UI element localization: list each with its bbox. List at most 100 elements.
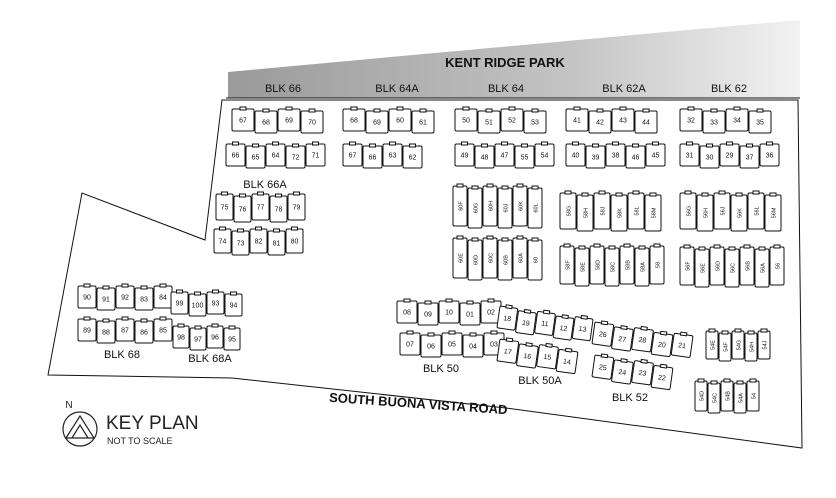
unit-label: 54J	[763, 340, 769, 349]
unit-notch	[396, 106, 404, 111]
unit-notch	[600, 320, 609, 326]
unit-label: 60L	[534, 203, 540, 212]
unit-label: 03	[490, 342, 498, 349]
unit-notch	[349, 141, 356, 146]
unit-label: 46	[632, 155, 640, 162]
unit-notch	[578, 245, 586, 250]
unit-label: 70	[308, 120, 316, 127]
unit-notch	[638, 245, 646, 250]
unit-label: 60E	[459, 253, 465, 263]
unit-notch	[419, 108, 427, 113]
unit-notch	[466, 300, 474, 305]
unit-notch	[640, 358, 648, 364]
unit-notch	[121, 283, 129, 288]
unit-label: 54C	[713, 393, 719, 403]
unit-label: 60F	[459, 201, 465, 211]
unit-label: 54D	[700, 391, 706, 401]
unit-label: 31	[686, 153, 694, 160]
unit-notch	[501, 141, 508, 146]
unit-label: 51	[485, 120, 493, 127]
unit-label: 56E	[701, 263, 707, 273]
unit-notch	[505, 337, 514, 343]
unit-notch	[177, 323, 185, 328]
unit-notch	[237, 228, 244, 233]
unit-label: 63	[389, 153, 397, 160]
unit-notch	[409, 143, 416, 148]
unit-label: 75	[221, 205, 229, 212]
unit-label: 28	[638, 337, 647, 345]
unit-label: 56	[776, 263, 782, 269]
unit-notch	[531, 108, 539, 113]
unit-notch	[697, 378, 705, 383]
unit-notch	[239, 193, 246, 198]
unit-notch	[701, 192, 709, 197]
unit-notch	[292, 143, 299, 148]
unit-label: 60B	[504, 255, 510, 265]
unit-label: 68	[262, 120, 270, 127]
unit-label: 56J	[721, 206, 727, 215]
unit-label: 56L	[755, 206, 761, 215]
unit-label: 58F	[566, 260, 572, 270]
unit-label: 78	[275, 207, 283, 214]
unit-notch	[640, 325, 648, 331]
unit-label: 69	[373, 120, 381, 127]
unit-label: 60K	[519, 201, 525, 211]
unit-label: 60J	[504, 203, 510, 212]
unit-notch	[684, 190, 692, 195]
unit-notch	[608, 245, 616, 250]
unit-label: 58H	[584, 208, 590, 218]
unit-label: 58K	[618, 208, 624, 218]
unit-label: 44	[642, 120, 650, 127]
unit-notch	[736, 380, 744, 385]
unit-notch	[257, 191, 264, 196]
unit-label: 76	[239, 207, 247, 214]
unit-notch	[679, 331, 688, 337]
unit-notch	[252, 143, 259, 148]
unit-label: 27	[618, 336, 627, 344]
unit-notch	[176, 289, 183, 294]
unit-label: 08	[403, 310, 411, 317]
unit-notch	[686, 141, 693, 146]
unit-notch	[481, 143, 488, 148]
unit-notch	[505, 304, 513, 310]
unit-label: 55	[521, 155, 529, 162]
unit-label: 74	[219, 239, 227, 246]
unit-label: 56C	[731, 263, 737, 273]
unit-notch	[531, 185, 539, 190]
unit-notch	[102, 318, 110, 323]
unit-notch	[291, 226, 298, 231]
unit-label: 32	[687, 118, 695, 125]
unit-label: 49	[461, 153, 469, 160]
unit-label: 26	[598, 331, 607, 339]
unit-label: 82	[255, 239, 263, 246]
unit-notch	[219, 226, 226, 231]
unit-label: 05	[448, 342, 456, 349]
unit-notch	[746, 143, 753, 148]
unit-label: 48	[481, 155, 489, 162]
unit-notch	[619, 106, 627, 111]
unit-notch	[212, 289, 219, 294]
unit-notch	[403, 298, 411, 303]
unit-notch	[211, 323, 219, 328]
unit-label: 79	[293, 205, 301, 212]
unit-notch	[255, 226, 262, 231]
unit-label: 56D	[716, 261, 722, 271]
block-label: BLK 64	[488, 83, 524, 95]
unit-label: 54	[541, 153, 549, 160]
unit-notch	[102, 285, 110, 290]
unit-notch	[698, 246, 706, 251]
unit-notch	[83, 283, 91, 288]
unit-label: 37	[746, 155, 754, 162]
unit-notch	[159, 316, 167, 321]
unit-notch	[766, 141, 773, 146]
unit-label: 67	[349, 153, 357, 160]
unit-label: 43	[619, 118, 627, 125]
unit-label: 38	[612, 153, 620, 160]
unit-label: 54F	[724, 342, 730, 352]
unit-notch	[632, 143, 639, 148]
unit-notch	[735, 192, 743, 197]
